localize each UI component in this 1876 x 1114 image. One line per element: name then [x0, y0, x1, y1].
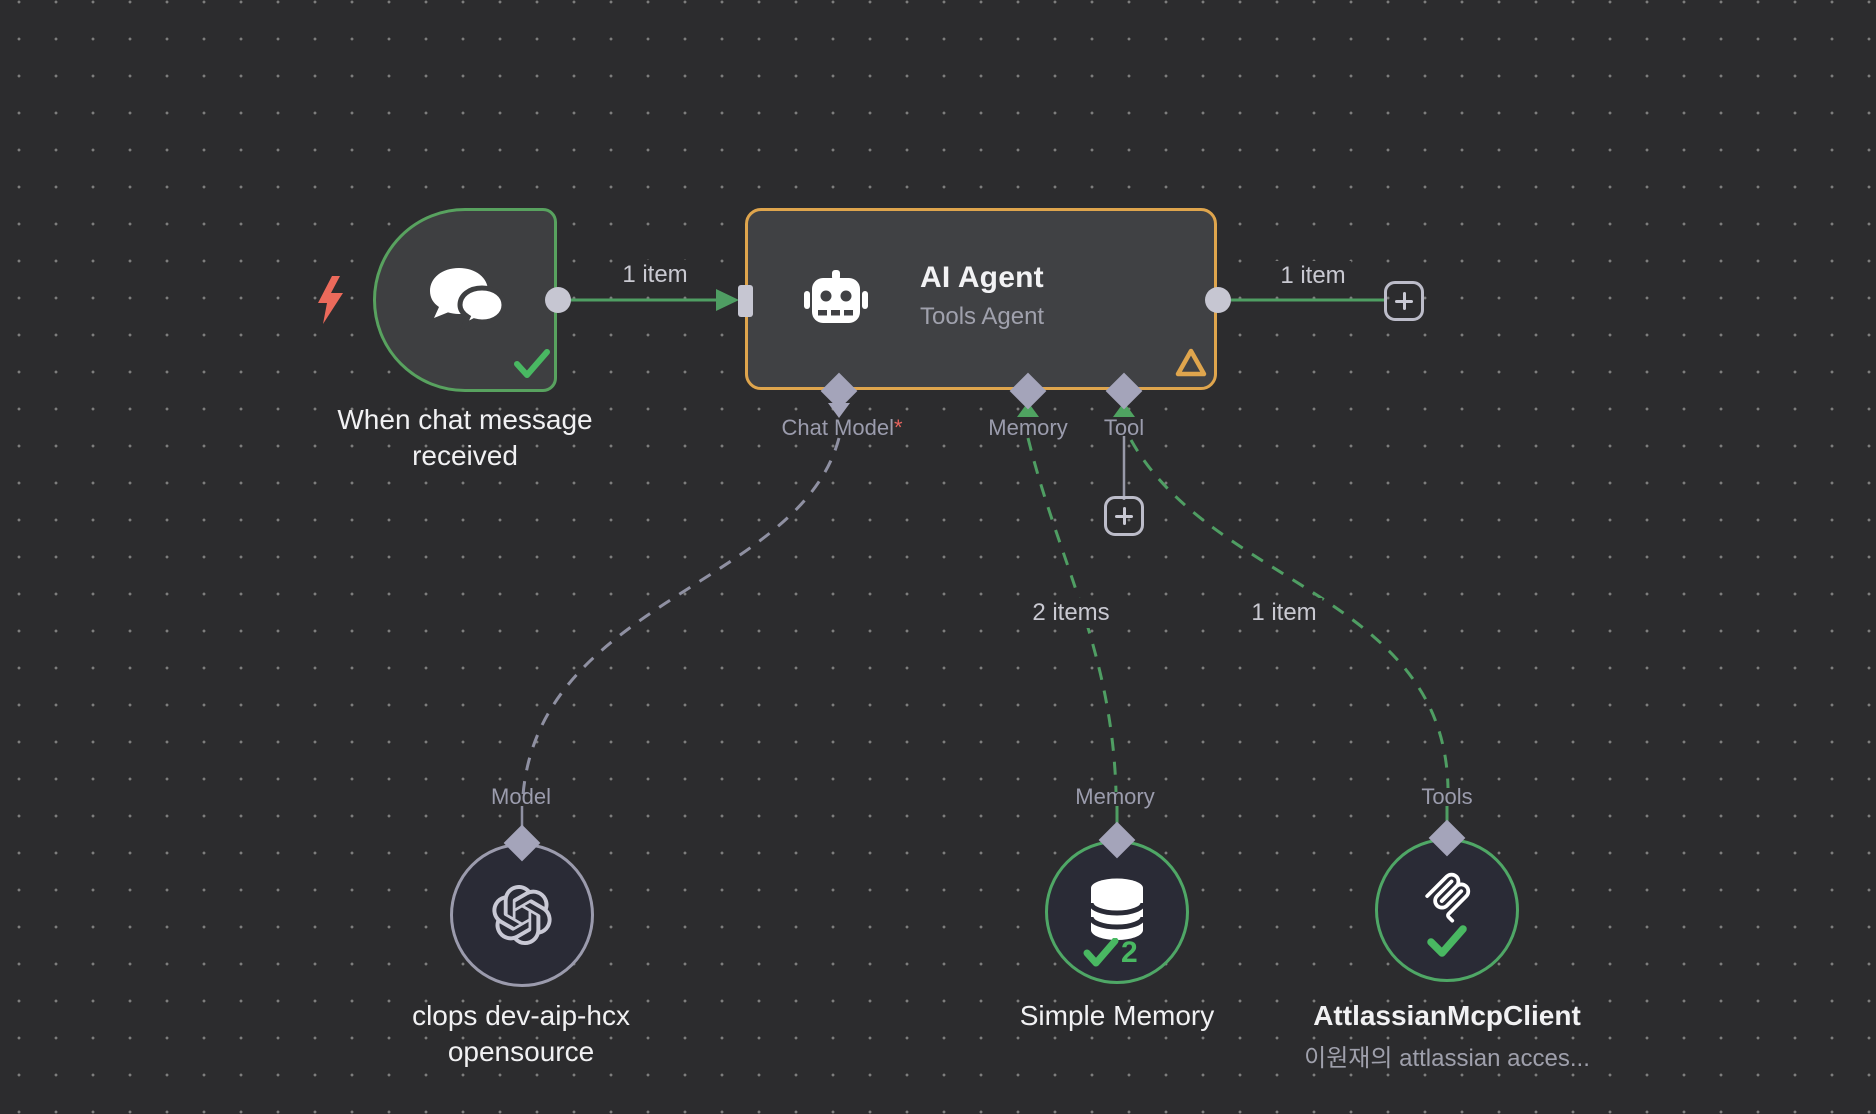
mcp-node-subtitle: 이원재의 attlassian acces... — [1304, 1045, 1590, 1072]
edge-label-tool-items: 1 item — [1245, 598, 1323, 628]
connection-chatmodel-to-model[interactable] — [521, 437, 841, 796]
port-label-tool: Tool — [1103, 415, 1145, 440]
memory-node-name[interactable]: Simple Memory — [1019, 1000, 1215, 1031]
memory-success-check-icon — [1083, 938, 1119, 967]
trigger-output-endpoint[interactable] — [545, 287, 571, 313]
arrowhead-tool-port — [1113, 402, 1135, 417]
add-node-after-agent-button[interactable] — [1384, 281, 1424, 321]
arrowhead-chatmodel-port — [828, 403, 850, 418]
arrowhead-memory-port — [1017, 402, 1039, 417]
mcp-node-name[interactable]: AttlassianMcpClient — [1313, 1000, 1581, 1031]
memory-run-badge: 2 — [1083, 938, 1138, 968]
add-tool-button[interactable] — [1104, 496, 1144, 536]
chat-bubbles-icon — [430, 268, 506, 332]
edge-label-trigger-to-agent: 1 item — [616, 260, 694, 290]
edge-label-agent-output: 1 item — [1274, 261, 1352, 291]
database-icon — [1089, 878, 1145, 940]
agent-title: AI Agent — [920, 261, 1044, 294]
required-asterisk: * — [893, 415, 903, 440]
agent-input-port[interactable] — [738, 285, 753, 317]
mcp-logo-icon — [1425, 872, 1471, 923]
node-simple-memory[interactable] — [1045, 840, 1189, 984]
port-label-memory: Memory — [988, 415, 1068, 440]
node-model-clops[interactable] — [450, 843, 594, 987]
port-label-memory-subnode: Memory — [1075, 784, 1155, 809]
port-label-chat-model: Chat Model* — [781, 415, 903, 440]
edge-label-memory-items: 2 items — [1026, 598, 1116, 628]
agent-subtitle: Tools Agent — [920, 303, 1045, 330]
memory-run-count: 2 — [1121, 936, 1138, 969]
arrowhead-trigger-to-agent — [716, 289, 739, 311]
node-ai-agent[interactable]: AI Agent Tools Agent — [738, 208, 1217, 390]
trigger-lightning-icon — [318, 276, 343, 324]
robot-icon — [804, 270, 868, 323]
model-node-name[interactable]: clops dev-aip-hcx opensource — [412, 1000, 630, 1067]
openai-logo-icon — [492, 885, 552, 945]
node-attlassian-mcp-client[interactable] — [1375, 838, 1519, 982]
trigger-success-check-icon — [514, 349, 550, 378]
mcp-success-check-icon — [1427, 925, 1467, 957]
port-label-model: Model — [491, 784, 551, 809]
connection-tool-to-mcpclient[interactable] — [1129, 439, 1450, 789]
warning-triangle-icon — [1175, 348, 1207, 377]
port-label-tools: Tools — [1421, 784, 1473, 809]
agent-output-endpoint[interactable] — [1205, 287, 1231, 313]
trigger-node-name[interactable]: When chat message received — [337, 404, 593, 471]
